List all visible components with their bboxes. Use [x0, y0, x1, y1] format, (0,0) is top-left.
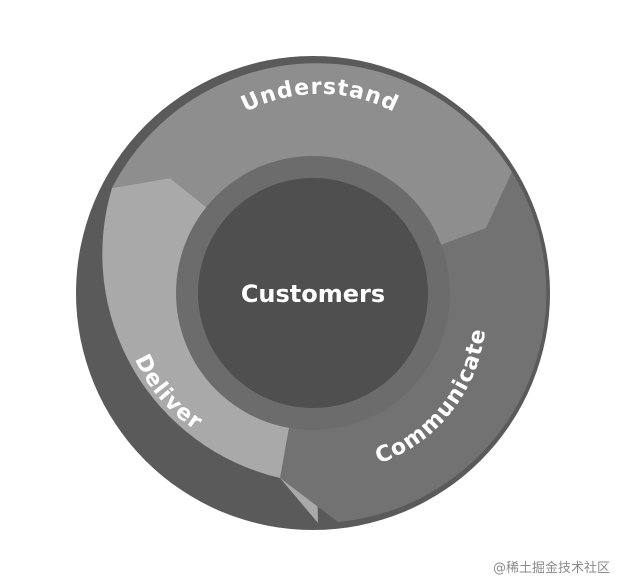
watermark-text: @稀土掘金技术社区 — [492, 561, 610, 576]
center-label: Customers — [241, 280, 385, 308]
core-circle — [198, 178, 428, 408]
